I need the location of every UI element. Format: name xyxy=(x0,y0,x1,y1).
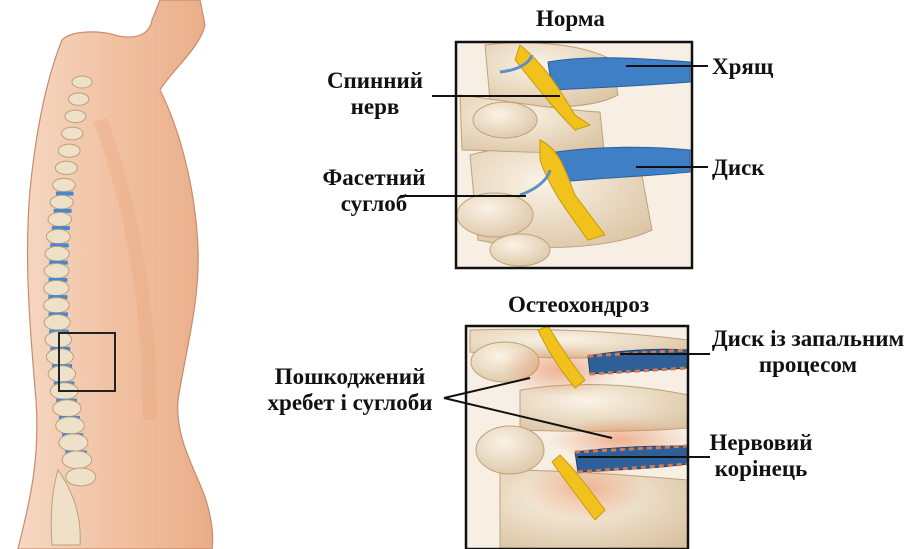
label-damaged-vertebrae: Пошкоджений хребет і суглоби xyxy=(262,364,438,416)
vertebra xyxy=(44,263,69,278)
label-facet-joint: Фасетний суглоб xyxy=(318,165,430,217)
vertebra xyxy=(53,400,81,417)
label-cartilage: Хрящ xyxy=(712,54,773,80)
osteochondrosis-spine-panel xyxy=(444,326,710,549)
vertebra xyxy=(55,161,77,174)
label-disc: Диск xyxy=(712,155,765,181)
osteochondrosis-title: Остеохондроз xyxy=(508,292,649,318)
label-inflamed-disc: Диск із запальним процесом xyxy=(708,326,908,378)
vertebra xyxy=(72,76,92,88)
label-nerve-root: Нервовий корінець xyxy=(706,430,816,482)
vertebra xyxy=(44,298,70,313)
vertebra xyxy=(59,434,88,451)
normal-title: Норма xyxy=(536,6,605,32)
vertebra xyxy=(58,144,80,157)
vertebra xyxy=(45,246,69,261)
vertebra xyxy=(44,315,70,331)
vertebra xyxy=(65,110,86,123)
vertebra xyxy=(62,451,92,469)
vertebra xyxy=(68,93,88,105)
vertebra xyxy=(44,281,69,296)
vertebra xyxy=(48,366,75,382)
vertebra xyxy=(66,468,96,486)
normal-spine-panel xyxy=(400,42,708,268)
spinal-disc xyxy=(56,192,74,196)
vertebra xyxy=(46,229,70,243)
label-spinal-nerve: Спинний нерв xyxy=(320,68,430,120)
vertebra xyxy=(56,417,85,434)
vertebra xyxy=(50,195,73,209)
vertebra xyxy=(48,212,71,226)
vertebra xyxy=(62,127,83,140)
vertebra xyxy=(53,178,76,192)
